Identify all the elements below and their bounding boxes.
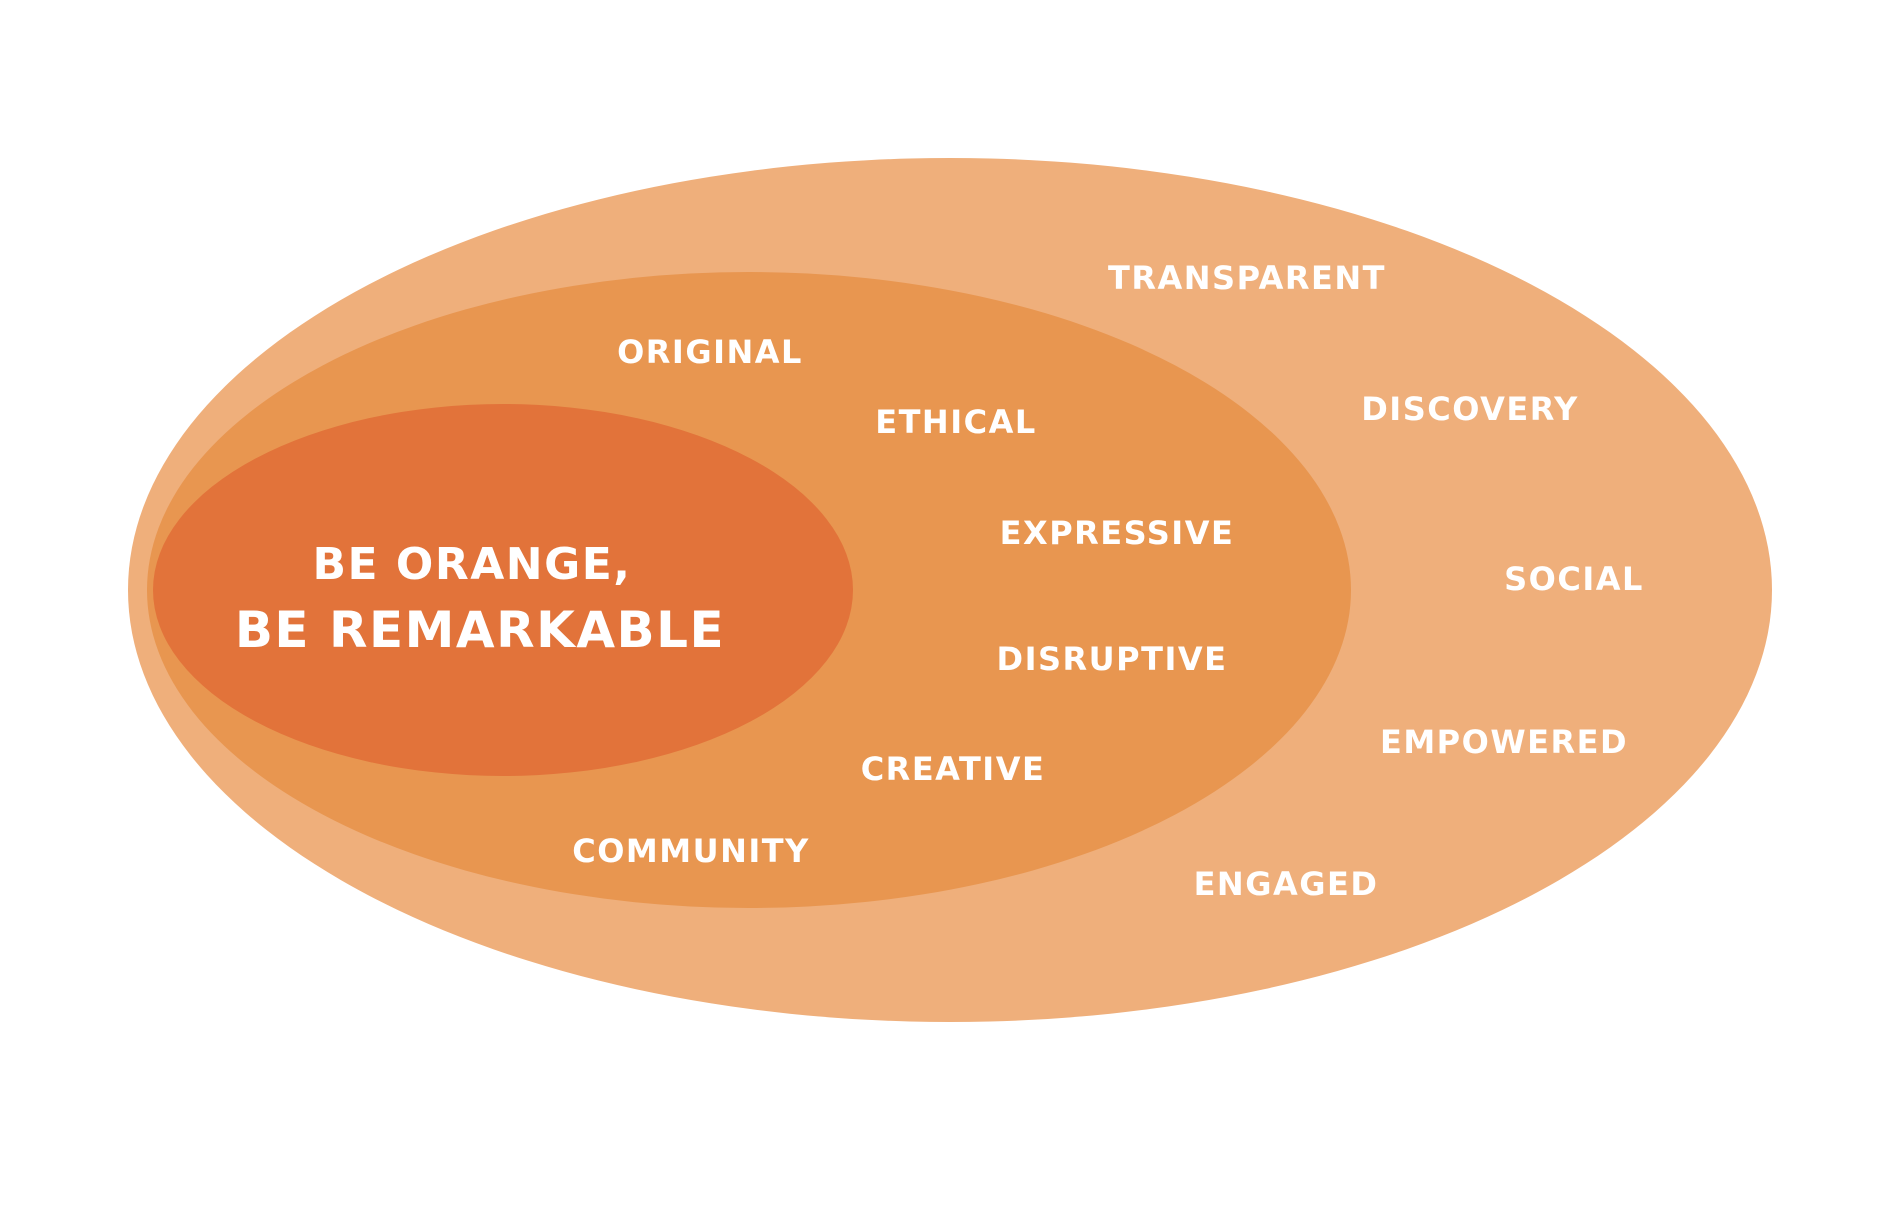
word-disruptive: DISRUPTIVE: [997, 640, 1228, 678]
word-expressive: EXPRESSIVE: [1000, 514, 1235, 552]
core-ring: [153, 404, 853, 776]
word-creative: CREATIVE: [861, 750, 1046, 788]
word-engaged: ENGAGED: [1194, 865, 1379, 903]
word-discovery: DISCOVERY: [1361, 390, 1579, 428]
word-ethical: ETHICAL: [875, 403, 1037, 441]
core-line-2: BE REMARKABLE: [235, 601, 725, 659]
core-line-1: BE ORANGE,: [313, 539, 632, 590]
word-original: ORIGINAL: [617, 333, 803, 371]
word-social: SOCIAL: [1504, 560, 1644, 598]
word-transparent: TRANSPARENT: [1108, 259, 1386, 297]
word-empowered: EMPOWERED: [1380, 723, 1628, 761]
word-community: COMMUNITY: [572, 832, 810, 870]
